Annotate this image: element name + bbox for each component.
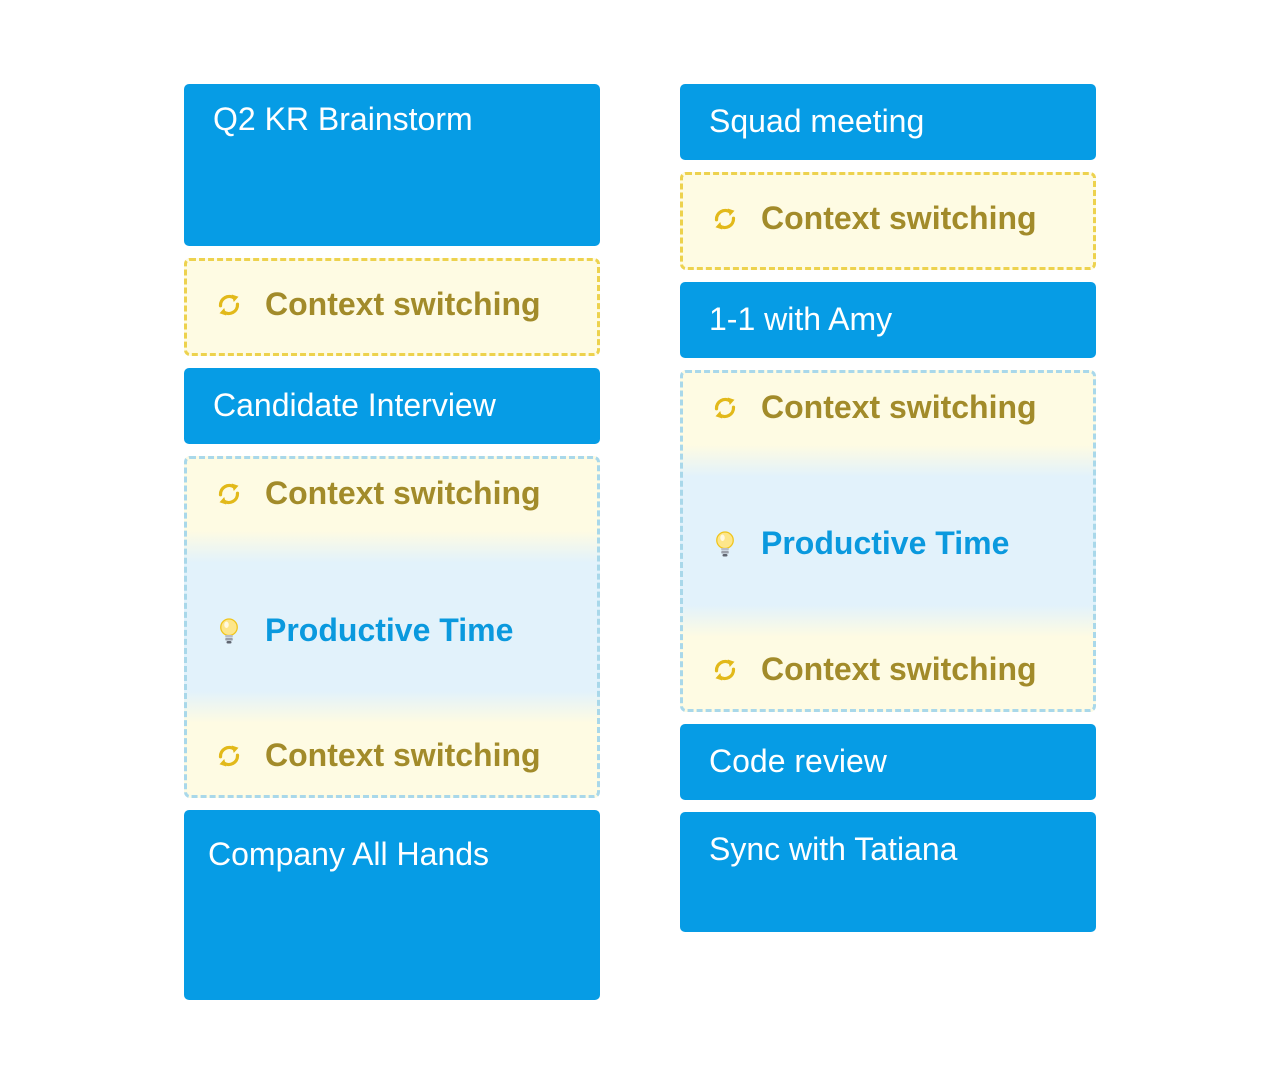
context-switching-label: Context switching xyxy=(761,651,1037,687)
event-title: Candidate Interview xyxy=(213,387,496,423)
free-time-block: Context switching Productive Time Contex… xyxy=(184,456,600,798)
refresh-cycle-icon xyxy=(710,204,740,234)
refresh-cycle-icon xyxy=(214,479,244,509)
event-title: Q2 KR Brainstorm xyxy=(213,101,473,137)
context-switching-label: Context switching xyxy=(761,389,1037,425)
event-squad-meeting[interactable]: Squad meeting xyxy=(680,84,1096,160)
productive-time-label: Productive Time xyxy=(761,525,1010,561)
context-switching-label: Context switching xyxy=(265,737,541,773)
event-code-review[interactable]: Code review xyxy=(680,724,1096,800)
event-1-1-with-amy[interactable]: 1-1 with Amy xyxy=(680,282,1096,358)
event-title: Sync with Tatiana xyxy=(709,831,958,867)
context-switching-label: Context switching xyxy=(265,286,541,322)
event-title: Company All Hands xyxy=(208,836,490,872)
productive-time-label: Productive Time xyxy=(265,612,514,648)
context-switching-row: Context switching xyxy=(683,200,1093,237)
event-title: Code review xyxy=(709,743,887,779)
productive-time-row: Productive Time xyxy=(187,612,597,649)
context-switching-row: Context switching xyxy=(683,389,1093,426)
context-switching-label: Context switching xyxy=(761,200,1037,236)
context-switching-row: Context switching xyxy=(187,286,597,323)
event-sync-with-tatiana[interactable]: Sync with Tatiana xyxy=(680,812,1096,932)
free-time-block: Context switching Productive Time Contex… xyxy=(680,370,1096,712)
lightbulb-icon xyxy=(710,529,740,559)
context-switching-row: Context switching xyxy=(187,737,597,774)
lightbulb-icon xyxy=(214,616,244,646)
context-switching-row: Context switching xyxy=(683,651,1093,688)
event-company-all-hands[interactable]: Company All Hands xyxy=(184,810,600,1000)
refresh-cycle-icon xyxy=(710,393,740,423)
context-switching-block: Context switching xyxy=(680,172,1096,270)
event-candidate-interview[interactable]: Candidate Interview xyxy=(184,368,600,444)
refresh-cycle-icon xyxy=(214,290,244,320)
event-q2-kr-brainstorm[interactable]: Q2 KR Brainstorm xyxy=(184,84,600,246)
event-title: Squad meeting xyxy=(709,103,925,139)
context-switching-label: Context switching xyxy=(265,475,541,511)
context-switching-block: Context switching xyxy=(184,258,600,356)
productive-time-row: Productive Time xyxy=(683,525,1093,562)
refresh-cycle-icon xyxy=(710,655,740,685)
context-switching-row: Context switching xyxy=(187,475,597,512)
event-title: 1-1 with Amy xyxy=(709,301,893,337)
refresh-cycle-icon xyxy=(214,741,244,771)
